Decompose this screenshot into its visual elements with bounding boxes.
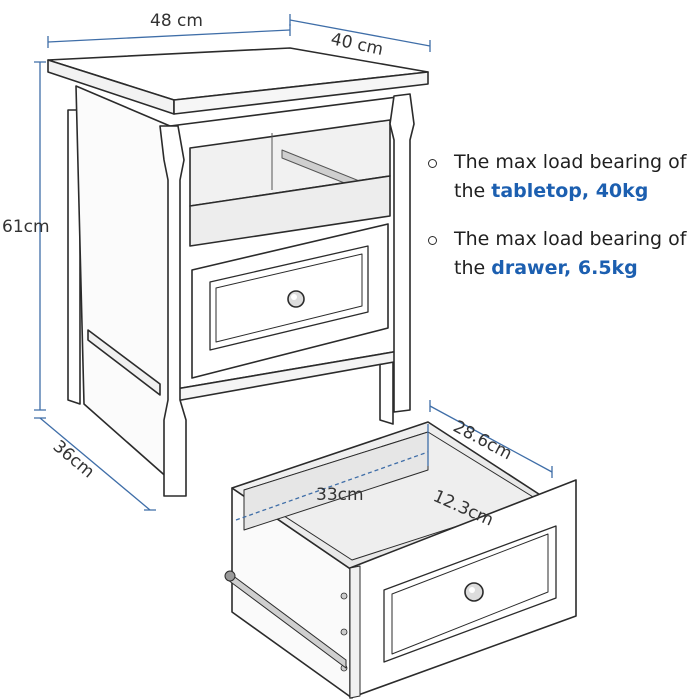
drawer-panel — [209, 245, 369, 351]
drawer-length-label: 33cm — [316, 485, 364, 505]
bullet-icon — [428, 235, 437, 245]
spec-text: The max load bearing of the — [454, 151, 687, 203]
spec-highlight: drawer, 6.5kg — [491, 257, 638, 280]
spec-highlight: tabletop, 40kg — [491, 180, 649, 203]
bullet-icon — [428, 159, 437, 168]
width-label: 48 cm — [150, 11, 203, 31]
height-label: 61cm — [2, 217, 50, 237]
tabletop-edge-front — [173, 71, 429, 115]
drawer-dimension-lines — [235, 400, 553, 521]
spec-tabletop: The max load bearing of the tabletop, 40… — [426, 148, 696, 207]
dimension-lines — [34, 14, 431, 511]
load-specs: The max load bearing of the tabletop, 40… — [426, 148, 696, 302]
drawer-panel-inner — [215, 253, 363, 343]
drawer-interior — [189, 175, 391, 247]
side-panel — [75, 85, 171, 481]
removed-drawer — [224, 421, 577, 699]
spec-drawer: The max load bearing of the drawer, 6.5k… — [426, 225, 696, 284]
front-right-leg — [389, 93, 415, 413]
side-depth-label: 36cm — [49, 437, 98, 483]
depth-label: 40 cm — [329, 29, 385, 60]
front-left-leg — [159, 125, 187, 497]
spec-text: The max load bearing of the — [454, 227, 687, 280]
width-dimension-line — [47, 29, 291, 43]
side-shadow — [87, 329, 161, 396]
nightstand — [47, 47, 429, 497]
